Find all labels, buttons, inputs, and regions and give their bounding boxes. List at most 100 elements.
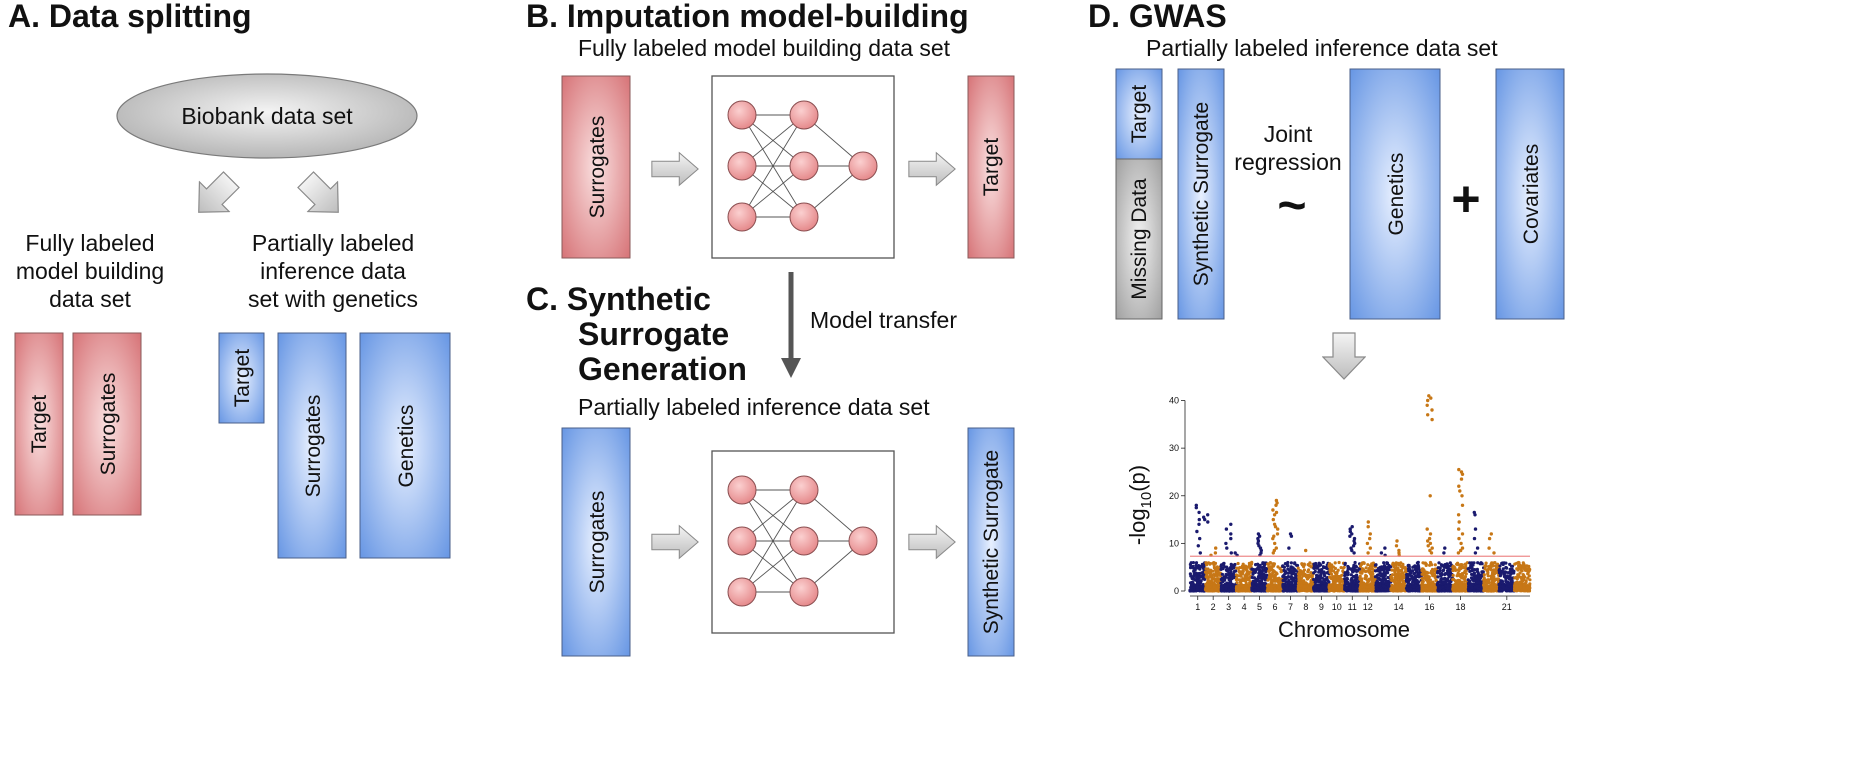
manhattan-point bbox=[1504, 565, 1508, 570]
manhattan-point bbox=[1343, 571, 1347, 575]
manhattan-peak-point bbox=[1276, 527, 1280, 531]
manhattan-point bbox=[1214, 587, 1218, 592]
manhattan-point bbox=[1349, 567, 1353, 571]
manhattan-point bbox=[1457, 588, 1461, 593]
manhattan-point bbox=[1319, 587, 1323, 591]
manhattan-peak-point bbox=[1383, 546, 1387, 550]
panel-d-missing-label: Missing Data bbox=[1128, 178, 1151, 300]
panel-d-covariates-label: Covariates bbox=[1520, 144, 1543, 244]
network-node bbox=[727, 526, 757, 556]
manhattan-point bbox=[1256, 577, 1260, 581]
manhattan-point bbox=[1436, 575, 1440, 579]
manhattan-point bbox=[1527, 566, 1531, 570]
manhattan-point bbox=[1227, 588, 1231, 592]
manhattan-peak-point bbox=[1379, 551, 1384, 555]
manhattan-point bbox=[1501, 562, 1505, 566]
manhattan-point bbox=[1329, 572, 1334, 576]
manhattan-point bbox=[1364, 566, 1368, 570]
manhattan-point bbox=[1304, 588, 1308, 592]
panel-c-synthetic-label: Synthetic Surrogate bbox=[980, 450, 1003, 634]
manhattan-point bbox=[1221, 567, 1225, 571]
manhattan-point bbox=[1284, 577, 1288, 581]
network-node bbox=[727, 100, 757, 130]
y-tick-label: 10 bbox=[1169, 538, 1179, 548]
manhattan-point bbox=[1367, 567, 1371, 571]
manhattan-point bbox=[1220, 572, 1224, 576]
manhattan-point bbox=[1426, 587, 1430, 591]
manhattan-point bbox=[1409, 587, 1413, 591]
manhattan-point bbox=[1249, 562, 1253, 567]
panel-c-title-line-3: Generation bbox=[578, 351, 747, 387]
manhattan-point bbox=[1296, 566, 1300, 570]
manhattan-point bbox=[1241, 562, 1245, 566]
panel-c-title-line-1: C. Synthetic bbox=[526, 281, 711, 317]
manhattan-point bbox=[1235, 566, 1239, 570]
panel-b-target-label: Target bbox=[980, 138, 1003, 197]
manhattan-point bbox=[1437, 566, 1442, 570]
manhattan-point bbox=[1460, 580, 1464, 584]
manhattan-point bbox=[1412, 580, 1416, 584]
manhattan-point bbox=[1433, 586, 1437, 590]
panel-a-right-desc-1: Partially labeled bbox=[252, 230, 414, 256]
manhattan-point bbox=[1412, 585, 1416, 589]
manhattan-point bbox=[1333, 585, 1337, 589]
manhattan-point bbox=[1394, 577, 1398, 582]
manhattan-point bbox=[1452, 577, 1456, 581]
manhattan-point bbox=[1343, 561, 1347, 566]
manhattan-point bbox=[1509, 576, 1513, 580]
manhattan-point bbox=[1237, 578, 1241, 582]
manhattan-peak-point bbox=[1457, 527, 1461, 531]
manhattan-point bbox=[1257, 588, 1261, 592]
manhattan-point bbox=[1421, 579, 1425, 584]
manhattan-point bbox=[1206, 583, 1210, 588]
manhattan-xlabel: Chromosome bbox=[1278, 617, 1410, 642]
manhattan-peak-point bbox=[1459, 477, 1464, 481]
x-tick-label: 2 bbox=[1211, 602, 1216, 612]
manhattan-point bbox=[1269, 584, 1273, 588]
manhattan-point bbox=[1345, 577, 1349, 581]
manhattan-point bbox=[1466, 587, 1471, 591]
manhattan-peak-point bbox=[1394, 544, 1399, 548]
manhattan-point bbox=[1324, 578, 1328, 582]
manhattan-point bbox=[1190, 580, 1194, 585]
manhattan-point bbox=[1214, 568, 1218, 572]
manhattan-peak-point bbox=[1457, 484, 1461, 488]
manhattan-point bbox=[1324, 588, 1328, 592]
manhattan-peak-point bbox=[1196, 544, 1201, 548]
manhattan-point bbox=[1241, 569, 1245, 573]
manhattan-point bbox=[1275, 588, 1279, 593]
manhattan-peak-point bbox=[1365, 541, 1370, 546]
manhattan-peak-point bbox=[1271, 517, 1276, 522]
manhattan-point bbox=[1445, 562, 1449, 566]
manhattan-peak-point bbox=[1460, 494, 1464, 498]
manhattan-point bbox=[1484, 561, 1488, 565]
manhattan-point bbox=[1200, 571, 1204, 575]
panel-a-right-desc-2: inference data bbox=[260, 258, 406, 284]
manhattan-peak-point bbox=[1195, 529, 1199, 534]
panel-a: A. Data splitting Biobank data set Fully… bbox=[8, 0, 451, 559]
manhattan-point bbox=[1233, 562, 1237, 567]
manhattan-peak-point bbox=[1459, 541, 1463, 546]
manhattan-point bbox=[1332, 569, 1336, 573]
panel-a-inference-target-label: Target bbox=[231, 349, 254, 408]
manhattan-point bbox=[1228, 580, 1232, 585]
manhattan-point bbox=[1468, 569, 1472, 574]
manhattan-peak-point bbox=[1457, 536, 1461, 541]
manhattan-point bbox=[1483, 578, 1487, 582]
manhattan-point bbox=[1273, 587, 1277, 591]
manhattan-point bbox=[1389, 576, 1393, 580]
panel-d-synthetic-box bbox=[1177, 68, 1225, 320]
manhattan-peak-point bbox=[1430, 408, 1434, 412]
manhattan-point bbox=[1359, 589, 1364, 593]
manhattan-point bbox=[1498, 574, 1502, 578]
manhattan-point bbox=[1526, 576, 1530, 580]
manhattan-point bbox=[1355, 587, 1359, 591]
manhattan-point bbox=[1442, 581, 1446, 585]
manhattan-peak-point bbox=[1425, 527, 1429, 531]
manhattan-point bbox=[1332, 575, 1336, 579]
panel-d-joint-label-1: Joint bbox=[1264, 121, 1313, 147]
manhattan-point bbox=[1310, 574, 1314, 578]
manhattan-point bbox=[1376, 573, 1380, 577]
